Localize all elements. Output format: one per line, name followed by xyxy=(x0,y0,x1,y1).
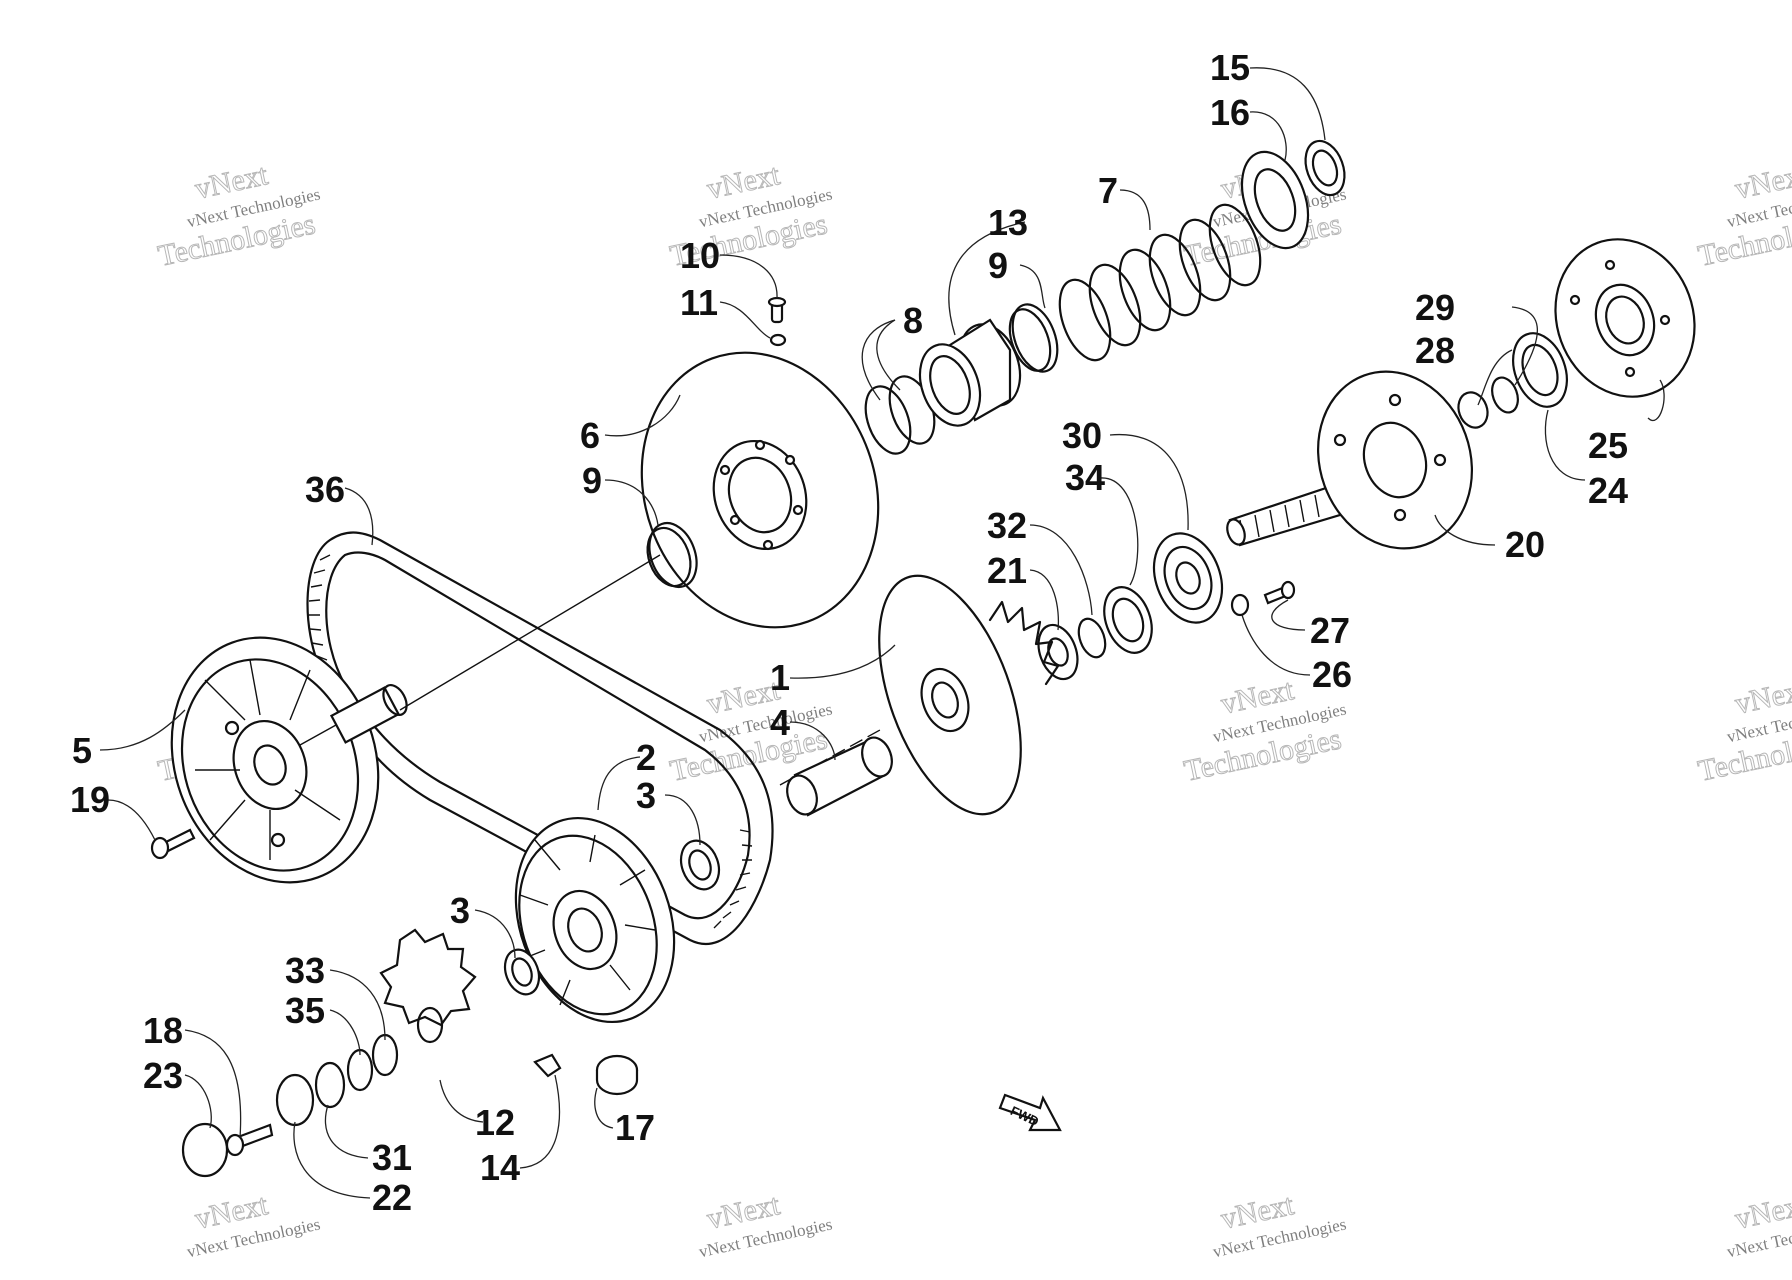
callout-29: 29 xyxy=(1415,287,1455,328)
spider-12 xyxy=(379,928,477,1044)
cap-hardware-18-23-22-31-35-33 xyxy=(181,1033,399,1178)
roller-17 xyxy=(595,1054,639,1096)
callout-20: 20 xyxy=(1505,524,1545,565)
rivet-10-11 xyxy=(767,296,787,347)
callout-34: 34 xyxy=(1065,457,1105,498)
ring-9-upper xyxy=(1008,303,1059,373)
axis-lines xyxy=(399,554,881,786)
callout-7: 7 xyxy=(1098,170,1118,211)
callout-30: 30 xyxy=(1062,415,1102,456)
callout-2: 2 xyxy=(636,737,656,778)
callout-36: 36 xyxy=(305,469,345,510)
bushings-3 xyxy=(503,839,721,996)
spring-seat-16 xyxy=(1240,150,1310,250)
callout-3-lower: 3 xyxy=(450,890,470,931)
drive-sheave-movable xyxy=(514,816,676,1024)
spring-7 xyxy=(1058,203,1262,362)
callout-16: 16 xyxy=(1210,92,1250,133)
callout-6: 6 xyxy=(580,415,600,456)
callout-19: 19 xyxy=(70,779,110,820)
bolt-19 xyxy=(150,828,196,860)
callout-31: 31 xyxy=(372,1137,412,1178)
watermark-brand: vNext xyxy=(1732,1188,1792,1236)
callout-14: 14 xyxy=(480,1147,520,1188)
ring-9-lower xyxy=(646,521,698,589)
callout-10: 10 xyxy=(680,235,720,276)
bearing-24 xyxy=(1512,332,1568,408)
leader-lines xyxy=(99,67,1665,1199)
watermark-brand: vNext xyxy=(1732,673,1792,721)
forward-arrow: FWD xyxy=(998,1093,1062,1132)
callout-27: 27 xyxy=(1310,610,1350,651)
callout-9-lower: 9 xyxy=(582,460,602,501)
callout-23: 23 xyxy=(143,1055,183,1096)
watermark-brand: vNext xyxy=(1732,158,1792,206)
callout-18: 18 xyxy=(143,1010,183,1051)
callout-17: 17 xyxy=(615,1107,655,1148)
callout-22: 22 xyxy=(372,1177,412,1218)
callouts: 15 16 7 13 9 8 10 11 6 9 36 5 19 29 28 2… xyxy=(70,47,1628,1218)
callout-21: 21 xyxy=(987,550,1027,591)
slider-14 xyxy=(533,1053,562,1078)
seal-34 xyxy=(1103,586,1153,654)
callout-4: 4 xyxy=(770,702,790,743)
drive-sheave-fixed xyxy=(878,574,1060,816)
one-way-clutch-25 xyxy=(1554,238,1696,398)
callout-24: 24 xyxy=(1588,470,1628,511)
washers-21-32 xyxy=(1037,617,1107,681)
screw-27-washer-26 xyxy=(1230,580,1296,617)
callout-12: 12 xyxy=(475,1102,515,1143)
driven-sheave-movable xyxy=(170,636,408,884)
sleeve-4 xyxy=(786,736,893,817)
clutch-housing-20 xyxy=(1226,370,1474,550)
callout-28: 28 xyxy=(1415,330,1455,371)
callout-8: 8 xyxy=(903,300,923,341)
callout-5: 5 xyxy=(72,730,92,771)
bearing-30 xyxy=(1152,532,1224,624)
callout-9-upper: 9 xyxy=(988,245,1008,286)
callout-11: 11 xyxy=(680,282,718,323)
callout-32: 32 xyxy=(987,505,1027,546)
callout-15: 15 xyxy=(1210,47,1250,88)
nut-15 xyxy=(1304,139,1346,197)
callout-13: 13 xyxy=(988,202,1028,243)
driven-sheave-fixed xyxy=(640,351,880,629)
callout-35: 35 xyxy=(285,990,325,1031)
callout-26: 26 xyxy=(1312,654,1352,695)
nut-28-washer-29 xyxy=(1457,376,1519,429)
callout-33: 33 xyxy=(285,950,325,991)
callout-25: 25 xyxy=(1588,425,1628,466)
cam-collar-13 xyxy=(918,318,1022,427)
callout-1: 1 xyxy=(770,657,790,698)
callout-3-upper: 3 xyxy=(636,775,656,816)
